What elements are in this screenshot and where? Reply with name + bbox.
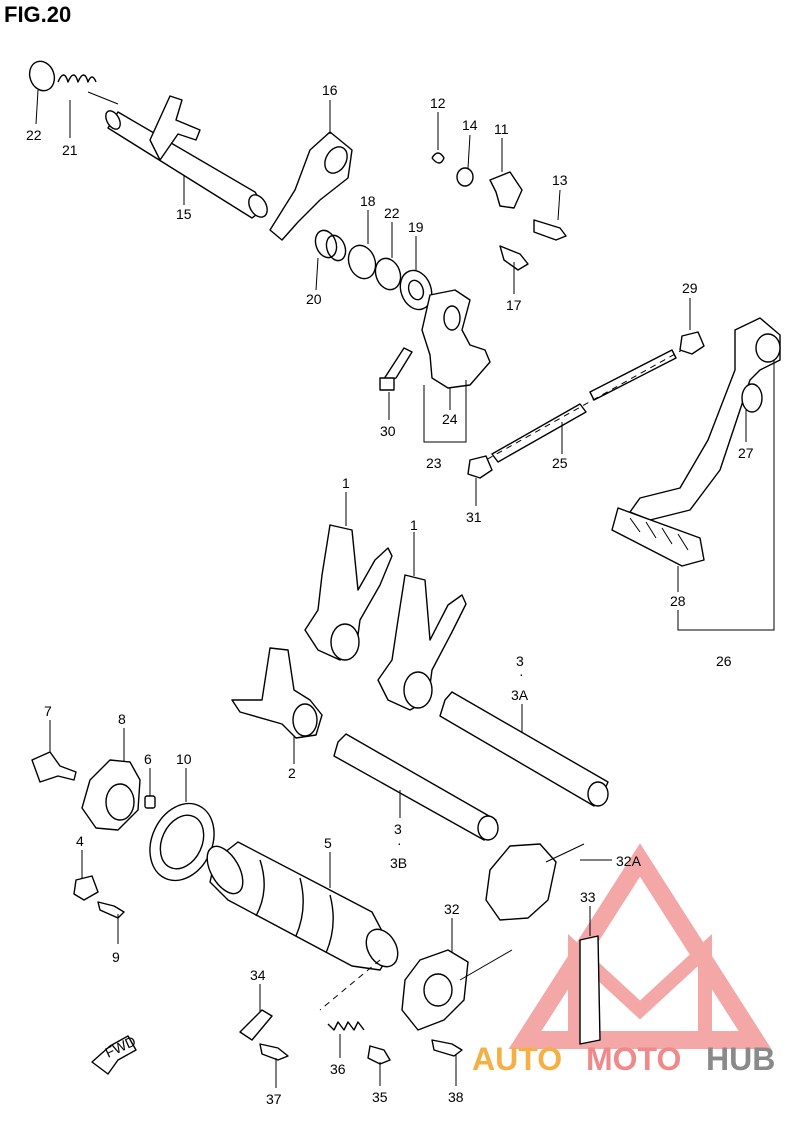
fwd-arrow-icon: FWD — [91, 1033, 138, 1075]
callout-31: 31 — [466, 509, 482, 525]
plate-33 — [579, 935, 601, 1045]
callout-18: 18 — [360, 193, 376, 209]
spring-36 — [327, 1021, 365, 1031]
bolt-30 — [379, 347, 413, 391]
shift-lever-23 — [421, 289, 491, 389]
callout-33: 33 — [580, 889, 596, 905]
seal-and-bushings — [314, 229, 433, 311]
callout-1-right: 1 — [410, 517, 418, 533]
screw-37 — [259, 1043, 289, 1061]
fork-shaft-3a — [439, 691, 609, 807]
callout-32: 32 — [444, 901, 460, 917]
callout-23: 23 — [426, 455, 442, 471]
callout-2: 2 — [288, 765, 296, 781]
callout-3-top: 3 — [516, 653, 524, 669]
cam-guide-32a — [485, 843, 585, 921]
spring-21 — [57, 74, 119, 105]
plate-34 — [239, 1009, 273, 1041]
fork-shaft-3b — [333, 733, 499, 841]
snap-ring-22 — [28, 60, 56, 92]
gearshift-cam-5 — [206, 841, 399, 1011]
callout-12: 12 — [430, 95, 446, 111]
watermark-logo — [508, 843, 772, 1049]
callout-29: 29 — [682, 280, 698, 296]
callout-10: 10 — [176, 751, 192, 767]
callout-labels: 22 21 15 16 12 14 11 13 18 22 19 20 17 2… — [26, 82, 754, 1107]
callout-1-left: 1 — [342, 475, 350, 491]
callout-3b-dot: · — [397, 835, 402, 851]
callout-26: 26 — [716, 653, 732, 669]
callout-15: 15 — [176, 206, 192, 222]
callout-38: 38 — [448, 1089, 464, 1105]
callout-9: 9 — [112, 949, 120, 965]
linkage-rod-25 — [467, 331, 705, 479]
gearshift-arm-16 — [269, 131, 353, 241]
figure-title: FIG.20 — [4, 2, 72, 27]
callout-3a: 3A — [511, 687, 529, 703]
shift-fork-1-left — [304, 524, 393, 661]
callout-28: 28 — [670, 593, 686, 609]
watermark-word-moto: MOTO — [586, 1041, 681, 1077]
pin-6 — [144, 795, 156, 809]
callout-37: 37 — [266, 1091, 282, 1107]
watermark-word-auto: AUTO — [472, 1041, 562, 1077]
screw-9 — [97, 901, 125, 919]
callout-27: 27 — [738, 445, 754, 461]
callout-21: 21 — [62, 142, 78, 158]
callout-4: 4 — [76, 833, 84, 849]
callout-19: 19 — [408, 219, 424, 235]
watermark-word-hub: HUB — [706, 1041, 775, 1077]
bolt-7 — [31, 751, 77, 783]
callout-25: 25 — [552, 455, 568, 471]
callout-11: 11 — [494, 121, 509, 137]
shift-fork-1-right — [377, 574, 467, 711]
callout-35: 35 — [372, 1089, 388, 1105]
cam-stopper-plate-8 — [81, 759, 141, 831]
callout-16: 16 — [322, 82, 338, 98]
bolt-38 — [431, 1039, 463, 1057]
gearshift-shaft-15 — [105, 95, 268, 219]
leader-lines — [35, 89, 775, 1088]
callout-6: 6 — [144, 751, 152, 767]
callout-36: 36 — [330, 1061, 346, 1077]
callout-32a: 32A — [616, 853, 642, 869]
callout-22-middle: 22 — [384, 205, 400, 221]
callout-3a-dot: · — [519, 666, 524, 682]
callout-22-top: 22 — [26, 127, 42, 143]
callout-30: 30 — [380, 423, 396, 439]
callout-3-bottom: 3 — [394, 821, 402, 837]
small-parts-11-14 — [431, 152, 567, 271]
callout-20: 20 — [306, 291, 322, 307]
callout-5: 5 — [324, 835, 332, 851]
callout-34: 34 — [250, 967, 266, 983]
plate-4 — [73, 875, 99, 901]
callout-17: 17 — [506, 297, 522, 313]
cam-guide-32 — [401, 949, 513, 1031]
gearshift-lever-26 — [611, 317, 781, 567]
callout-24: 24 — [442, 411, 458, 427]
callout-8: 8 — [118, 711, 126, 727]
callout-14: 14 — [462, 117, 478, 133]
callout-7: 7 — [44, 703, 52, 719]
shift-fork-2 — [231, 647, 323, 739]
pin-35 — [367, 1045, 391, 1065]
callout-3b: 3B — [390, 855, 407, 871]
callout-13: 13 — [552, 172, 568, 188]
